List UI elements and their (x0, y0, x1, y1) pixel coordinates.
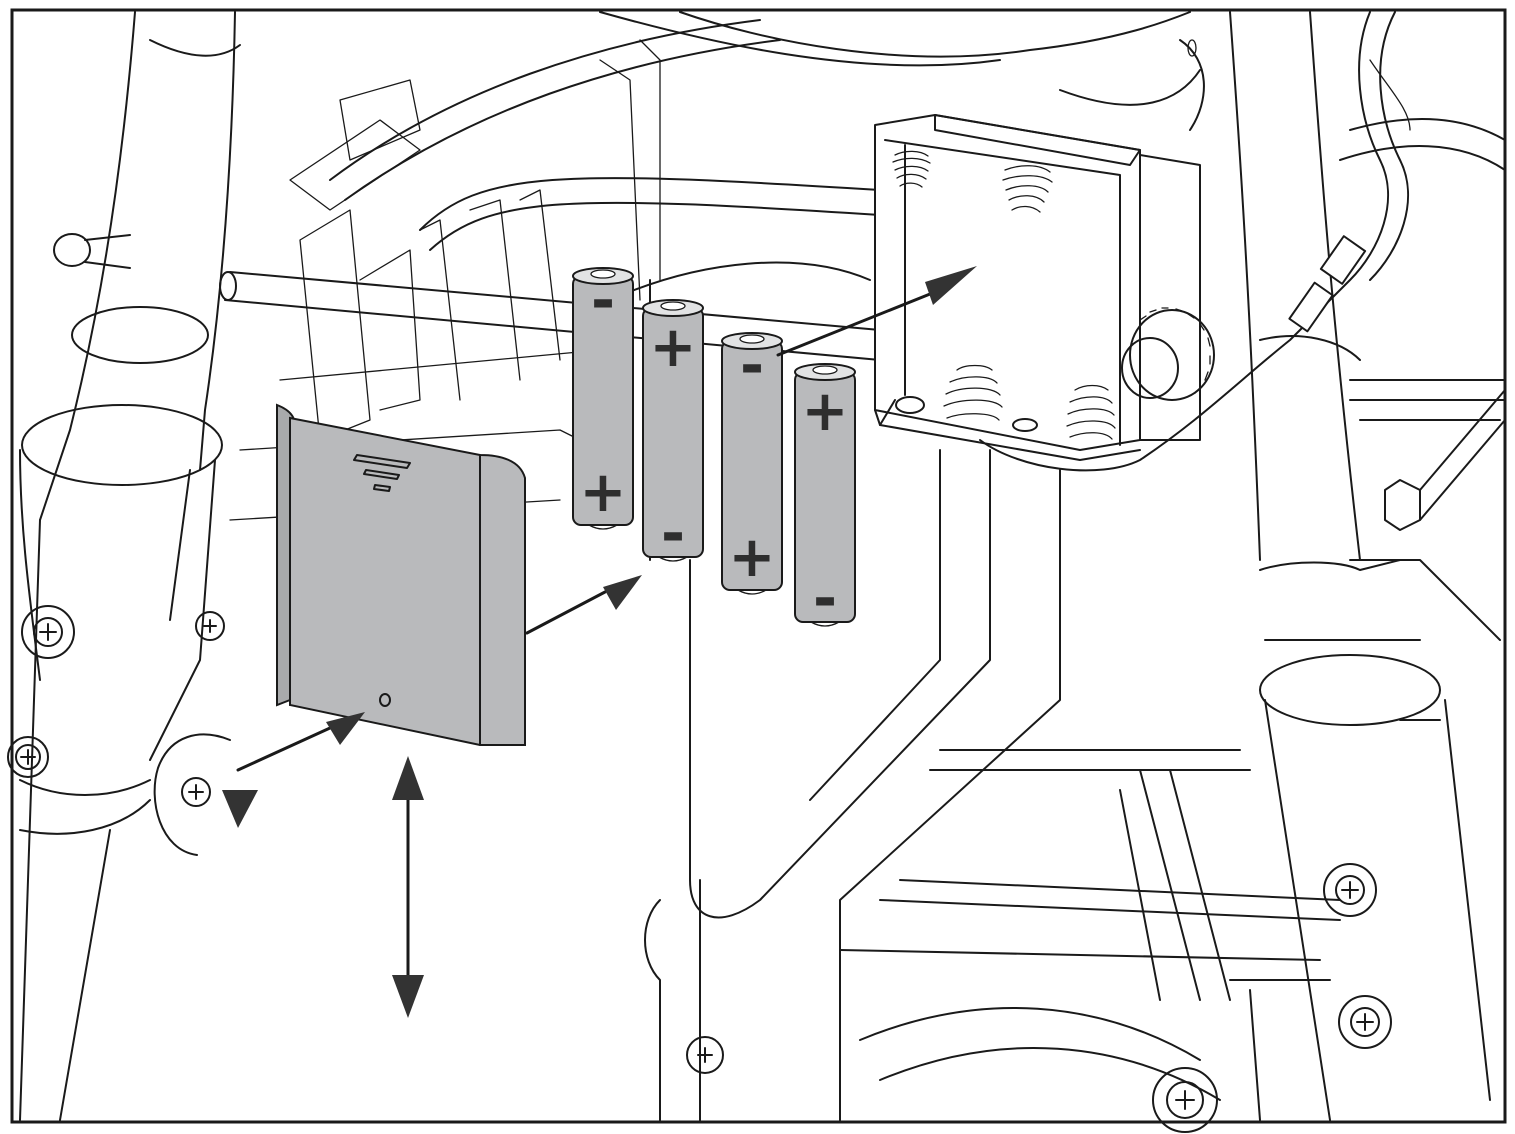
wire-connector (1288, 235, 1367, 333)
battery-holder (874, 114, 1215, 461)
battery-polarity-top: - (740, 331, 764, 399)
spring-contact-icon (1002, 165, 1053, 213)
battery-polarity-bottom: - (813, 564, 837, 632)
battery-polarity-bottom: + (580, 460, 627, 525)
machine-frame (19, 11, 1506, 1121)
battery-2: +- (642, 299, 704, 567)
battery-terminal (812, 365, 838, 375)
battery-terminal (590, 269, 616, 279)
battery-bottom (658, 556, 688, 562)
battery-4: +- (794, 363, 856, 632)
battery-3: -+ (721, 331, 783, 595)
instruction-arrows (153, 266, 977, 1018)
vertical-double-arrow-icon (392, 756, 424, 1018)
arrow-to-holder-icon (776, 266, 977, 357)
spring-contact-icon (943, 364, 1003, 421)
arrow-to-cover-icon (236, 712, 365, 772)
frame-screws (7, 605, 1392, 1133)
unscrew-rotation-icon (153, 733, 258, 856)
battery-polarity-top: - (591, 266, 615, 334)
screw-head-icon (195, 611, 225, 641)
adjustment-knob-icon (1121, 307, 1215, 401)
batteries: -++--++- (572, 266, 856, 632)
battery-polarity-bottom: - (661, 499, 685, 567)
spring-contact-icon (1066, 384, 1116, 440)
battery-polarity-top: + (650, 315, 697, 380)
cover-grip-icon (353, 454, 411, 492)
screw-head-icon (1152, 1067, 1218, 1133)
battery-terminal (660, 301, 686, 311)
battery-1: -+ (572, 266, 634, 530)
battery-polarity-top: + (802, 379, 849, 444)
battery-bottom (737, 589, 767, 595)
battery-polarity-bottom: + (729, 525, 776, 590)
battery-cover (276, 403, 526, 746)
arrow-to-batteries-icon (525, 575, 642, 635)
screw-head-icon (21, 605, 75, 659)
screw-head-icon (7, 736, 49, 778)
cover-screw-hole (379, 693, 391, 707)
screw-head-icon (1338, 995, 1392, 1049)
spring-contact-icon (892, 150, 931, 188)
battery-bottom (810, 621, 840, 627)
screw-head-icon (686, 1036, 724, 1074)
battery-bottom (588, 524, 618, 530)
screw-head-icon (1323, 863, 1377, 917)
battery-terminal (739, 334, 765, 344)
